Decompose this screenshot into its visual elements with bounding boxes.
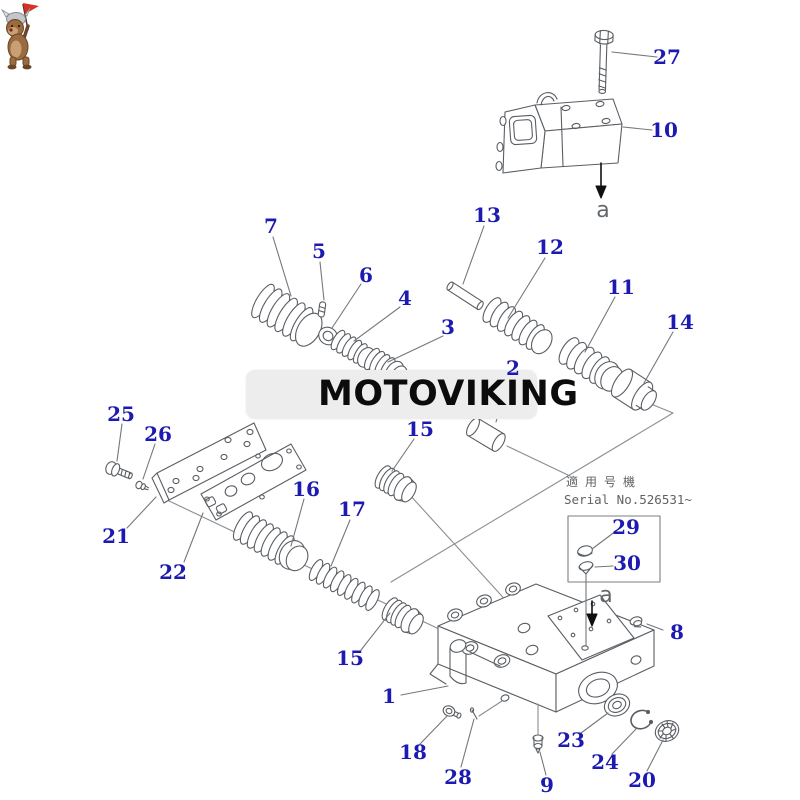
viking-dog-mascot-icon [0, 3, 39, 70]
serial-range-box [567, 515, 661, 583]
callout-13: 13 [473, 203, 501, 227]
plug-8 [629, 616, 643, 628]
bushing-2 [466, 417, 506, 452]
arrow-a-top [595, 162, 607, 199]
section-marker-a-bottom: a [599, 583, 613, 608]
callout-23: 23 [557, 728, 585, 752]
plug-18 [442, 705, 462, 719]
callout-16: 16 [292, 477, 320, 501]
callout-15-lower: 15 [336, 646, 364, 670]
callout-3: 3 [441, 315, 455, 339]
callout-28: 28 [444, 765, 472, 789]
callout-20: 20 [628, 768, 656, 792]
callout-21: 21 [102, 524, 130, 548]
plug-30 [578, 561, 594, 575]
callout-15-upper: 15 [406, 417, 434, 441]
callout-22: 22 [159, 560, 187, 584]
spring-16 [232, 511, 309, 572]
callout-4: 4 [398, 286, 412, 310]
watermark-brand-text: MOTOVIKING [318, 374, 579, 414]
valve-body-1 [429, 582, 655, 713]
callout-8: 8 [670, 620, 684, 644]
seal-ring-20 [654, 720, 680, 742]
spring-12 [482, 297, 553, 355]
callout-5: 5 [312, 239, 326, 263]
watermark-banner [246, 370, 537, 419]
callout-17: 17 [338, 497, 366, 521]
section-marker-a-top: a [596, 198, 610, 223]
arrow-a-bottom [586, 600, 598, 627]
callout-26: 26 [144, 422, 172, 446]
serial-note-japanese: 適用号機 [566, 475, 643, 489]
snap-ring-24 [630, 709, 654, 730]
callout-14: 14 [666, 310, 694, 334]
callout-29: 29 [612, 515, 640, 539]
callout-27: 27 [653, 45, 681, 69]
solenoid-valve-block-10 [495, 92, 623, 174]
callout-7: 7 [264, 214, 278, 238]
callout-9: 9 [540, 773, 554, 797]
callout-24: 24 [591, 750, 619, 774]
spring-17 [308, 559, 380, 611]
bolt-25 [105, 461, 133, 480]
plug-29 [577, 545, 593, 557]
pin-28 [469, 700, 503, 720]
bolt-27 [594, 29, 614, 95]
callout-10: 10 [650, 118, 678, 142]
callout-11: 11 [607, 275, 635, 299]
callout-6: 6 [359, 263, 373, 287]
callout-25: 25 [107, 402, 135, 426]
screw-26 [135, 480, 150, 491]
leader-lines [116, 51, 674, 776]
threaded-plug-15-lower [381, 597, 424, 635]
callout-2: 2 [506, 356, 520, 380]
valve-9 [532, 703, 544, 754]
spring-7 [251, 283, 323, 347]
plug-14 [610, 368, 657, 411]
gasket-22 [200, 443, 307, 521]
pin-13 [446, 281, 484, 311]
threaded-plug-15-upper [374, 465, 417, 503]
serial-note-english: Serial No.526531~ [564, 492, 692, 507]
callout-30: 30 [613, 551, 641, 575]
callout-18: 18 [399, 740, 427, 764]
pin-5 [317, 301, 327, 318]
ring-23 [603, 693, 631, 717]
callout-12: 12 [536, 235, 564, 259]
cover-plate-21 [151, 422, 267, 504]
callout-1: 1 [382, 684, 396, 708]
